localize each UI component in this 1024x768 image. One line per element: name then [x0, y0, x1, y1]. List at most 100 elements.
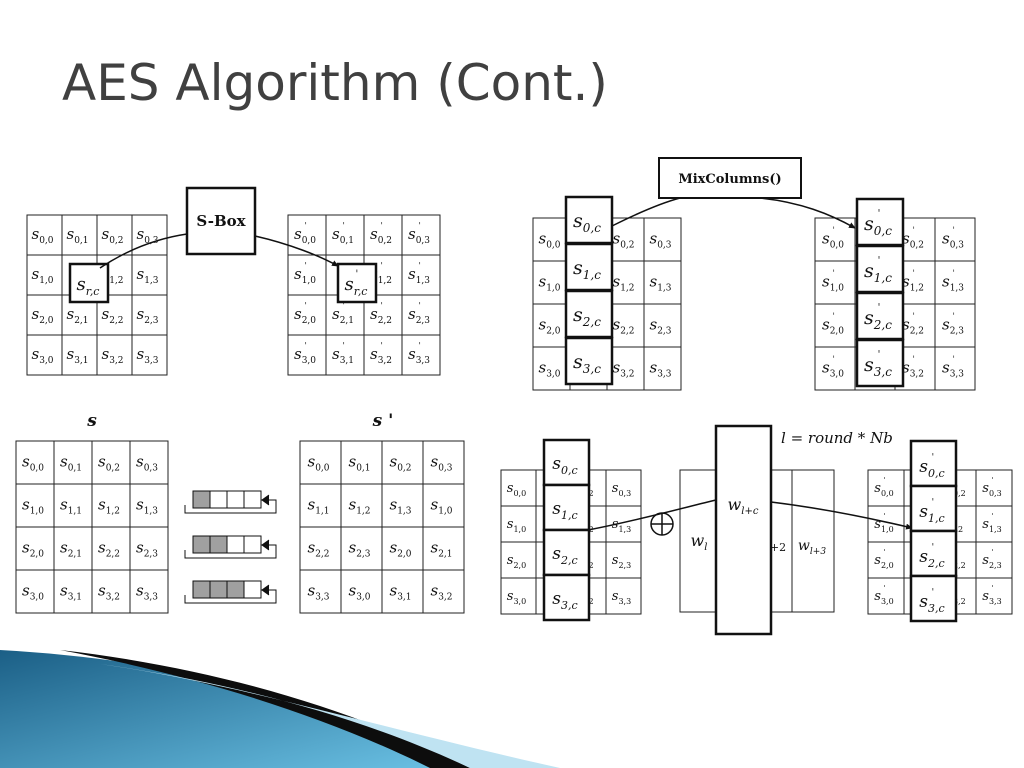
- state-byte-label: s3,1: [332, 345, 354, 366]
- prime-mark: ': [953, 226, 955, 235]
- state-byte-label: s1,0: [507, 517, 526, 534]
- state-byte-label: s2,0: [507, 553, 526, 570]
- state-cell: [422, 526, 465, 571]
- state-byte-label: s3,3: [982, 589, 1001, 606]
- prime-mark: ': [878, 208, 881, 219]
- state-byte-label: s1,2: [348, 496, 370, 517]
- prime-mark: ': [305, 341, 307, 350]
- state-cell: [287, 214, 327, 256]
- state-byte-label: s1,0: [22, 496, 44, 517]
- state-byte-label: s1,3: [942, 273, 964, 294]
- prime-mark: ': [884, 513, 886, 521]
- state-cell: [15, 569, 55, 614]
- shift-cell: [192, 535, 211, 554]
- state-byte-label: s3,3: [649, 359, 671, 380]
- swoosh-black: [60, 650, 470, 768]
- prime-mark: ': [419, 261, 421, 270]
- state-byte-label: s3,0: [294, 345, 316, 366]
- state-cell: [131, 334, 168, 376]
- prime-mark: ': [953, 355, 955, 364]
- mixcolumns-prime-column-cell: [855, 338, 905, 388]
- state-byte-label: s2,3: [982, 553, 1001, 570]
- state-byte-label: s1,3: [982, 517, 1001, 534]
- addroundkey-prime-column-cell: [909, 574, 958, 623]
- state-byte-label: s2,1: [60, 539, 82, 560]
- shift-indicator: [184, 490, 277, 514]
- state-byte-label: s3,1: [66, 345, 88, 366]
- addroundkey-prime-column-label: s2,c: [919, 547, 944, 570]
- state-cell: [605, 469, 642, 507]
- state-cell: [26, 334, 63, 376]
- state-byte-label: s0,3: [649, 230, 671, 251]
- state-byte-label: s3,0: [538, 359, 560, 380]
- state-byte-label: s1,0: [430, 496, 452, 517]
- state-byte-label: s0,1: [60, 453, 82, 474]
- state-cell: [26, 294, 63, 336]
- mixcolumns-prime-column-label: s2,c: [864, 307, 892, 332]
- shift-wrap-line: [184, 589, 277, 604]
- state-cell: [643, 346, 682, 391]
- state-byte-label: s3,2: [902, 359, 924, 380]
- state-byte-label: s0,0: [294, 225, 316, 246]
- state-cell: [975, 577, 1013, 615]
- state-cell: [340, 483, 383, 528]
- shift-wrap-line: [184, 499, 277, 514]
- state-cell: [381, 569, 424, 614]
- prime-mark: ': [884, 549, 886, 557]
- state-cell: [299, 483, 342, 528]
- state-byte-label: s3,2: [612, 359, 634, 380]
- state-byte-label: s1,0: [538, 273, 560, 294]
- addroundkey-prime-column-label: s3,c: [919, 592, 944, 615]
- state-byte-label: s3,0: [31, 345, 53, 366]
- state-cell: [131, 254, 168, 296]
- state-cell: [934, 303, 976, 348]
- state-cell: [287, 254, 327, 296]
- state-byte-label: s3,1: [389, 582, 411, 603]
- prime-mark: ': [305, 221, 307, 230]
- prime-mark: ': [356, 269, 359, 280]
- state-cell: [381, 526, 424, 571]
- prime-mark: ': [913, 269, 915, 278]
- state-byte-label: s3,3: [612, 589, 631, 606]
- state-byte-label: s1,0: [874, 517, 893, 534]
- state-cell: [15, 440, 55, 485]
- state-byte-label: s2,2: [98, 539, 120, 560]
- state-byte-label: s3,3: [136, 345, 158, 366]
- state-byte-label: s2,1: [430, 539, 452, 560]
- state-byte-label: s1,3: [389, 496, 411, 517]
- state-cell: [26, 214, 63, 256]
- mixcolumns-prime-column-cell: [855, 197, 905, 247]
- state-cell: [643, 303, 682, 348]
- prime-mark: ': [343, 341, 345, 350]
- state-byte-label: s0,3: [612, 481, 631, 498]
- swoosh-blue: [0, 650, 470, 768]
- addroundkey-column-label: s2,c: [552, 544, 577, 567]
- state-cell: [867, 541, 905, 579]
- state-cell: [325, 214, 365, 256]
- addroundkey-column-cell: [542, 573, 591, 622]
- state-byte-label: s1,3: [136, 496, 158, 517]
- state-byte-label: s1,0: [31, 265, 53, 286]
- page-title: AES Algorithm (Cont.): [62, 54, 608, 112]
- state-byte-label: s2,0: [389, 539, 411, 560]
- state-cell: [500, 541, 537, 579]
- prime-mark: ': [992, 513, 994, 521]
- state-cell: [287, 294, 327, 336]
- state-byte-label: s1,2: [98, 496, 120, 517]
- state-byte-label: s2,2: [370, 305, 392, 326]
- state-byte-label: s3,1: [60, 582, 82, 603]
- prime-mark: ': [884, 477, 886, 485]
- state-cell: [381, 483, 424, 528]
- state-byte-label: s1,0: [822, 273, 844, 294]
- shift-cell: [192, 490, 211, 509]
- state-cell: [287, 334, 327, 376]
- w-left-label: wl: [691, 531, 708, 553]
- state-cell: [532, 217, 571, 262]
- prime-mark: ': [419, 341, 421, 350]
- addroundkey-in-line: [587, 499, 717, 531]
- mixcolumns-prime-column-label: s3,c: [864, 354, 892, 379]
- state-cell: [340, 569, 383, 614]
- state-byte-label: s1,3: [408, 265, 430, 286]
- state-byte-label: s0,0: [507, 481, 526, 498]
- state-cell: [532, 346, 571, 391]
